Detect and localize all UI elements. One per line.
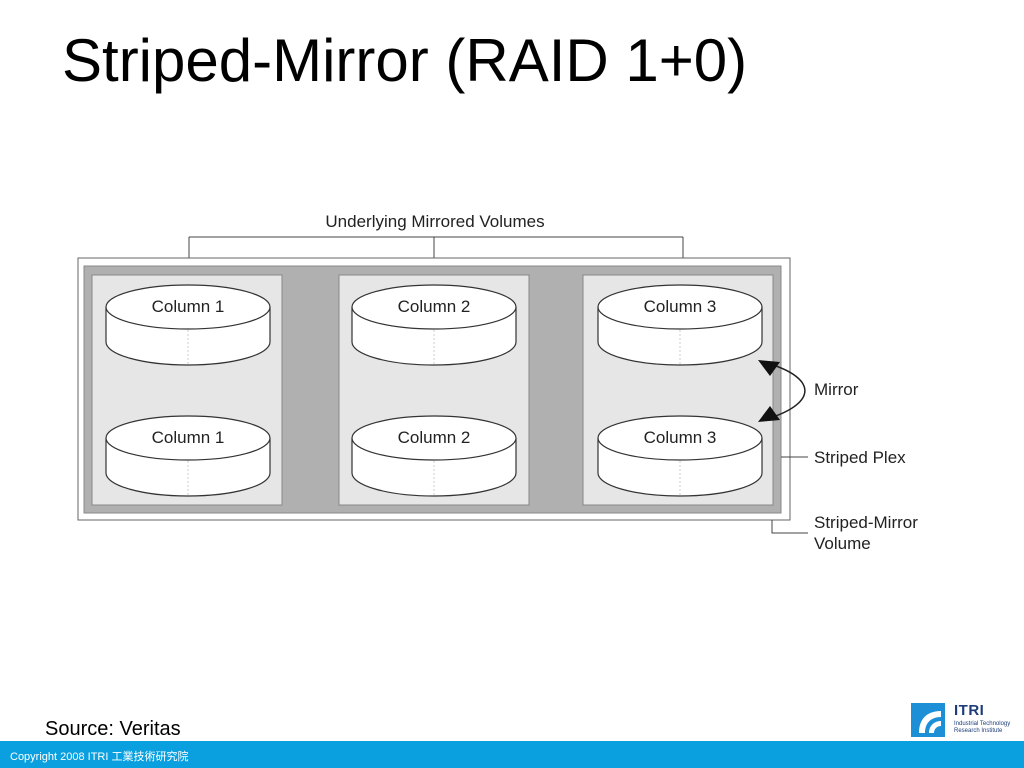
- striped-mirror-volume-label-line2: Volume: [814, 534, 871, 553]
- page-title: Striped-Mirror (RAID 1+0): [62, 27, 748, 94]
- underlying-volumes-label: Underlying Mirrored Volumes: [325, 212, 544, 231]
- mirror-arrow: [758, 360, 806, 422]
- disk-column-2-bottom: Column 2: [351, 415, 517, 497]
- disk-label: Column 2: [398, 297, 471, 316]
- footer-bar: Copyright 2008 ITRI 工業技術研究院: [0, 741, 1024, 768]
- volume-leader: [771, 520, 808, 534]
- striped-mirror-volume-label-line1: Striped-Mirror: [814, 513, 918, 532]
- disk-column-3-top: Column 3: [597, 284, 763, 366]
- copyright-text: Copyright 2008 ITRI 工業技術研究院: [10, 751, 189, 763]
- logo-subtitle: Industrial Technology Research Institute: [954, 721, 1024, 735]
- disk-label: Column 3: [644, 428, 717, 447]
- disk-label: Column 2: [398, 428, 471, 447]
- mirror-label: Mirror: [814, 380, 859, 399]
- disk-column-1-top: Column 1: [105, 284, 271, 366]
- itri-logo-icon: [911, 703, 945, 737]
- logo-subtitle-line1: Industrial Technology: [954, 721, 1011, 727]
- disk-label: Column 1: [152, 297, 225, 316]
- source-note: Source: Veritas: [45, 718, 181, 740]
- striped-plex-label: Striped Plex: [814, 448, 906, 467]
- disk-column-1-bottom: Column 1: [105, 415, 271, 497]
- disk-column-2-top: Column 2: [351, 284, 517, 366]
- disk-label: Column 3: [644, 297, 717, 316]
- logo-name: ITRI: [954, 702, 985, 719]
- volumes-bracket: [188, 236, 684, 275]
- disk-column-3-bottom: Column 3: [597, 415, 763, 497]
- logo-subtitle-line2: Research Institute: [954, 728, 1003, 734]
- disk-label: Column 1: [152, 428, 225, 447]
- itri-logo: ITRI Industrial Technology Research Inst…: [911, 702, 1024, 739]
